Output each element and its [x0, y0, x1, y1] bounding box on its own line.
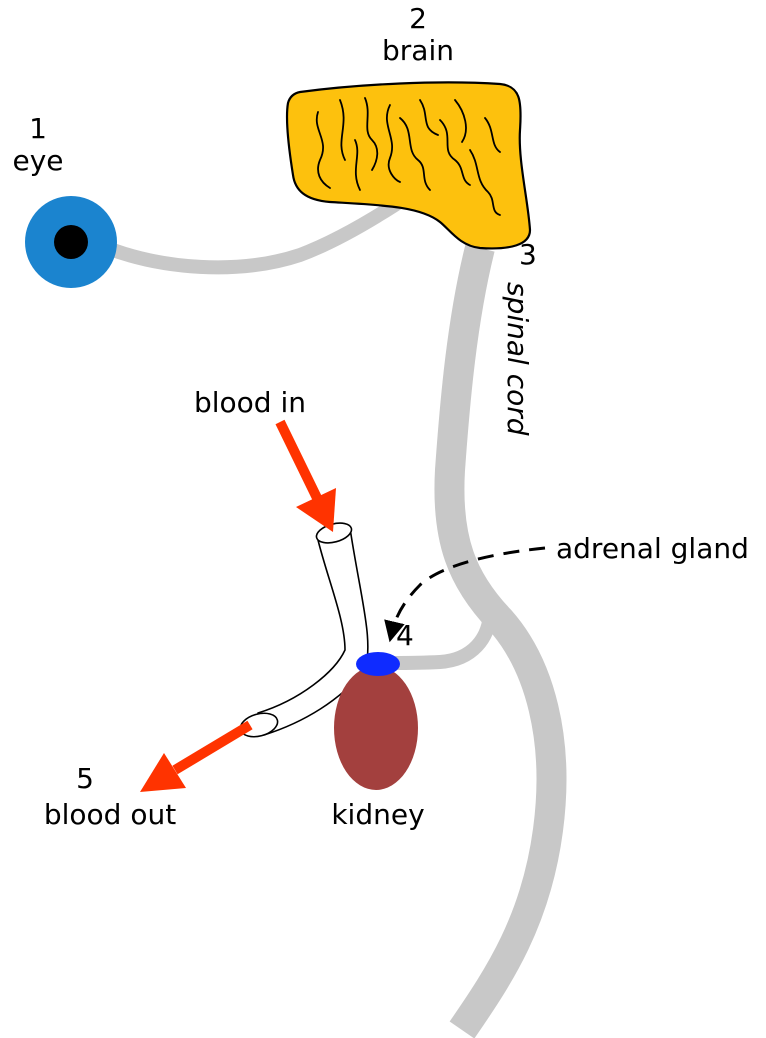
optic-nerve	[100, 195, 410, 267]
brain-icon	[287, 82, 530, 248]
eye-label: eye	[12, 144, 63, 177]
brain-shape	[287, 82, 530, 248]
adrenal-gland-label: adrenal gland	[556, 532, 749, 565]
kidney-icon	[334, 666, 418, 790]
adrenal-gland-icon	[356, 652, 400, 676]
brain-number-label: 2	[409, 2, 427, 35]
spinal-number-label: 3	[519, 238, 537, 271]
eye-icon	[25, 196, 117, 288]
blood-in-label: blood in	[194, 386, 306, 419]
eye-number-label: 1	[29, 112, 47, 145]
eye-pupil	[54, 225, 88, 259]
spinal-cord-label: spinal cord	[501, 282, 534, 436]
kidney-label: kidney	[331, 798, 424, 831]
blood-out-number-label: 5	[76, 762, 94, 795]
spinal-cord	[449, 248, 551, 1030]
blood-out-arrow	[140, 725, 250, 792]
adrenal-number-label: 4	[396, 619, 414, 652]
blood-in-arrow	[280, 422, 336, 532]
brain-label: brain	[382, 34, 454, 67]
blood-out-label: blood out	[44, 798, 176, 831]
